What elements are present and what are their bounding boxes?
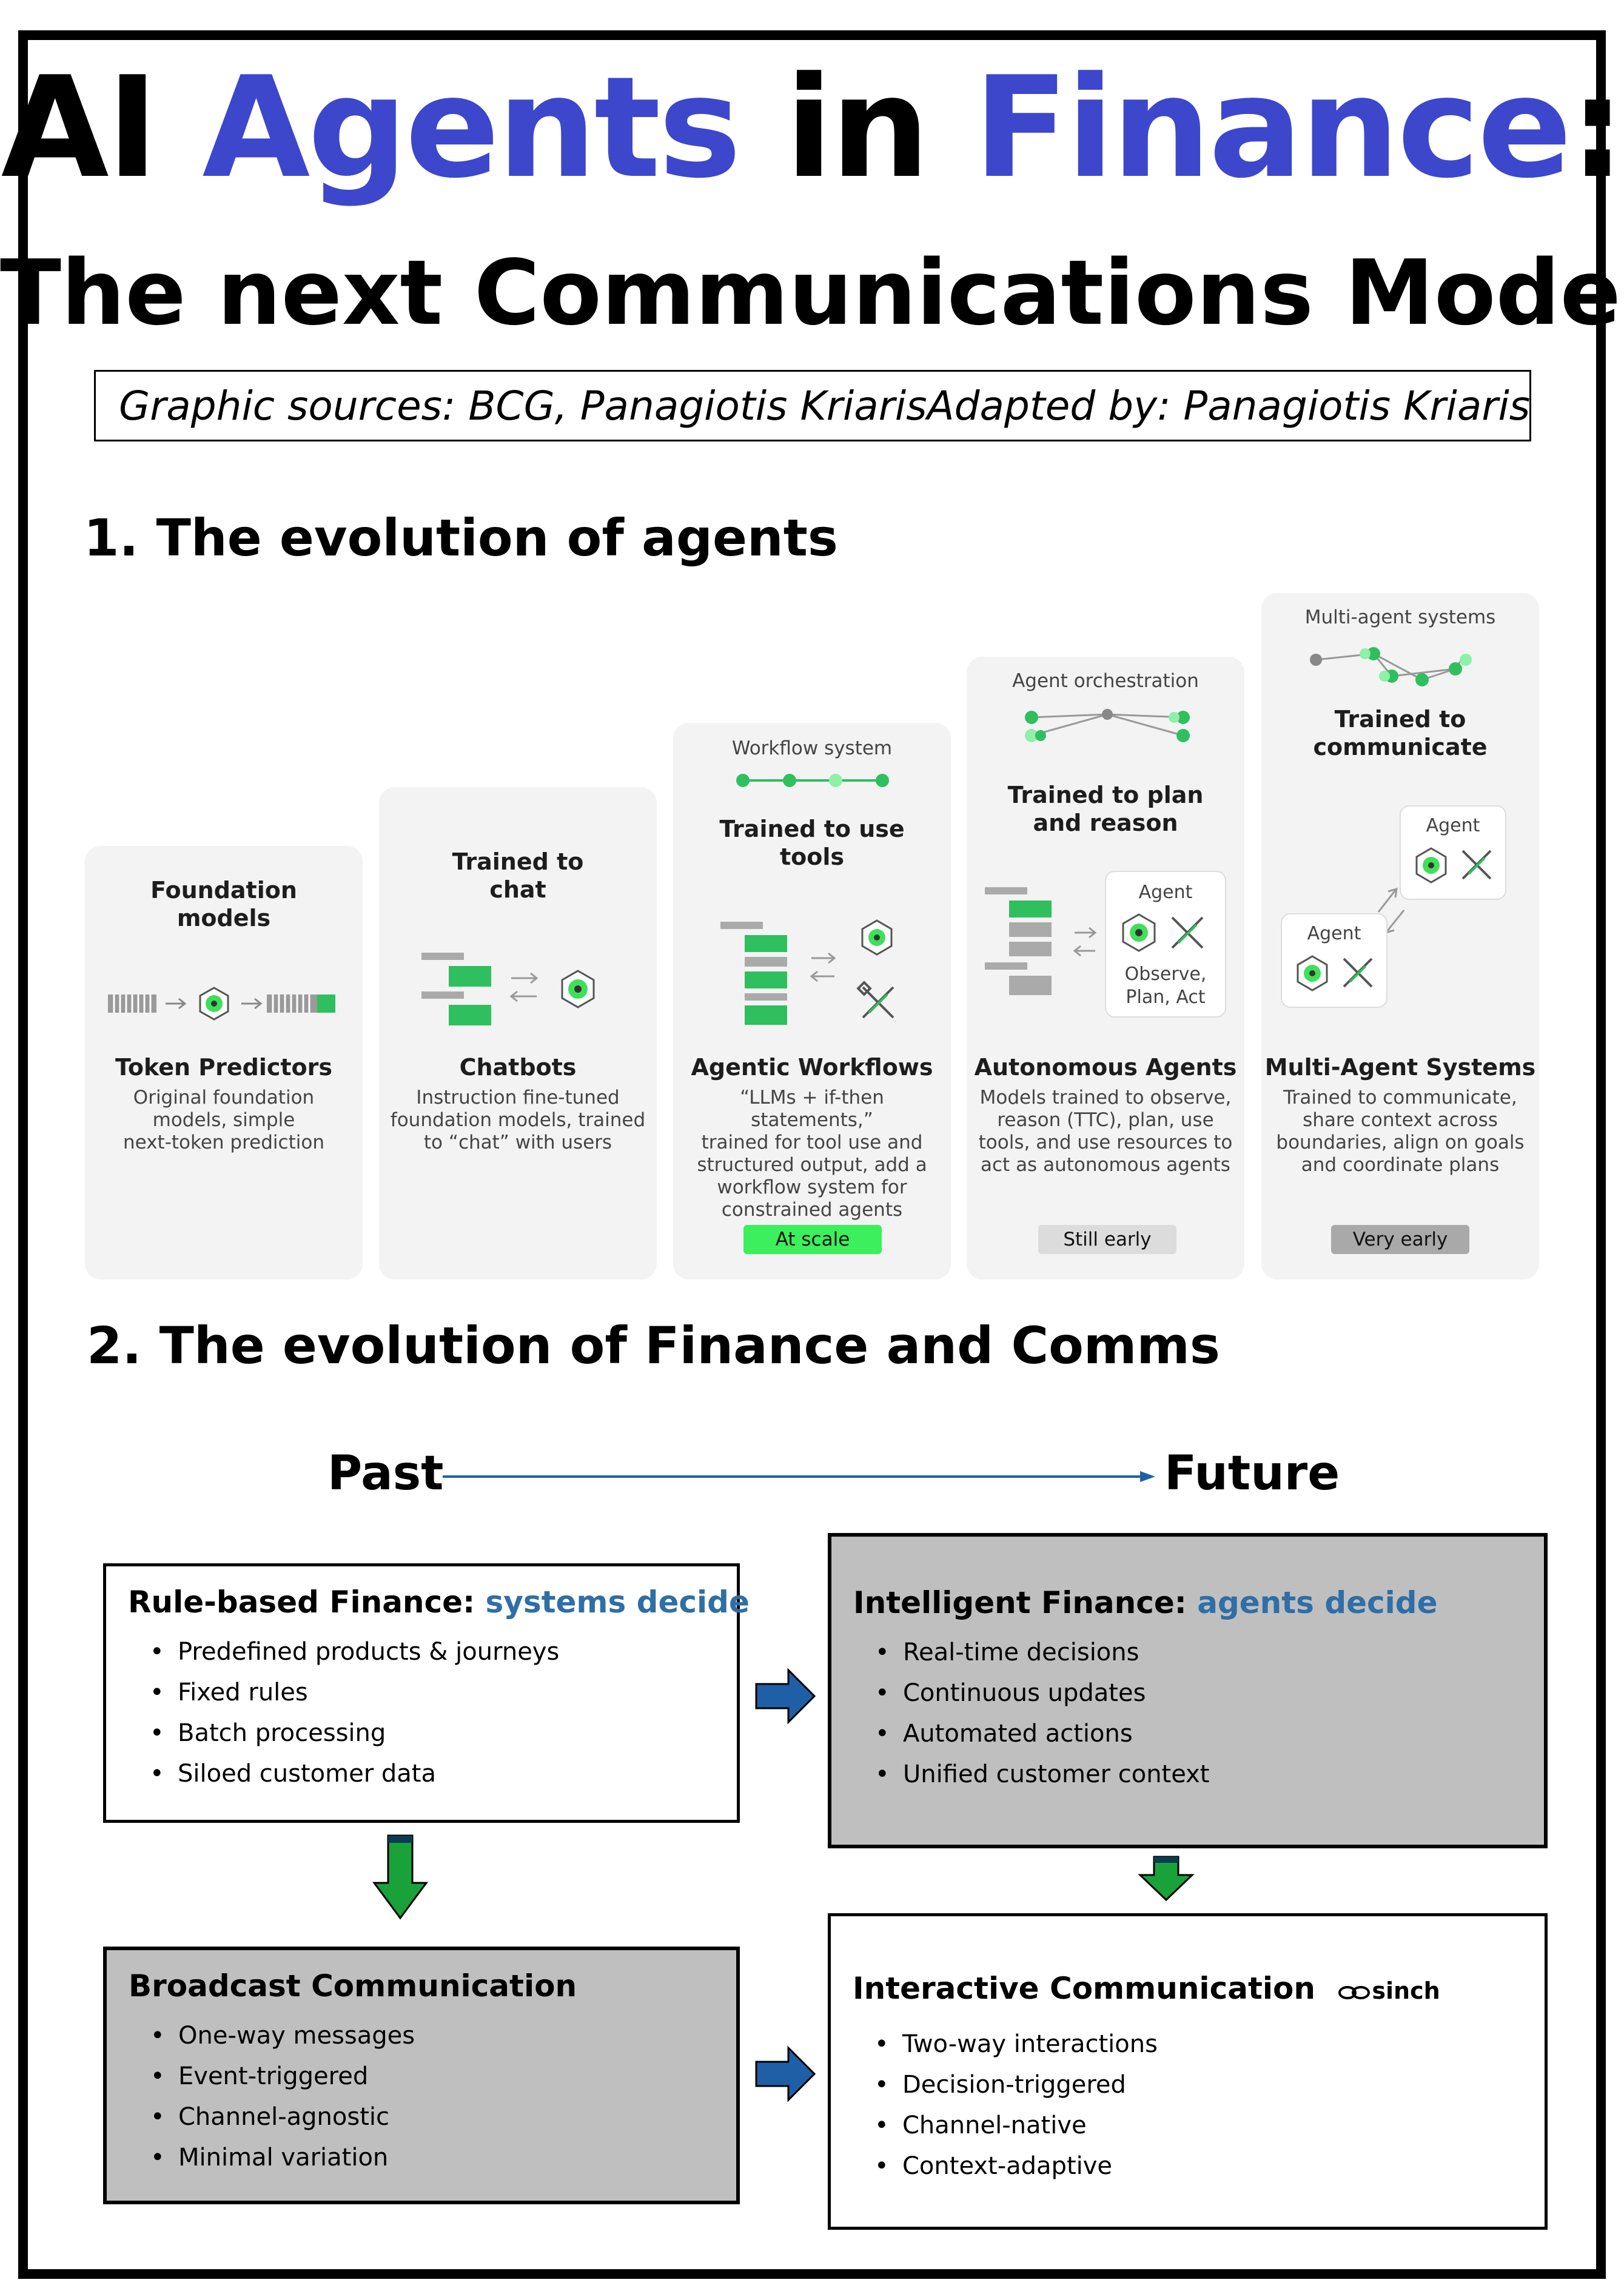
stage-name: Token Predictors	[115, 1054, 333, 1081]
box-list: Real-time decisions Continuous updates A…	[875, 1632, 1210, 1795]
stage-description: Original foundation models, simple next-…	[123, 1087, 324, 1153]
stage-card-chatbots: Trained to chat Chatbots Instruction fin…	[379, 787, 657, 1280]
badge-very-early: Very early	[1331, 1225, 1469, 1254]
sinch-logo: sinch	[1338, 1977, 1440, 2004]
stage-name: Chatbots	[459, 1054, 577, 1081]
section-1-heading: 1. The evolution of agents	[84, 508, 838, 568]
chat-exchange-icon	[421, 953, 595, 1025]
section-2-heading: 2. The evolution of Finance and Comms	[87, 1316, 1220, 1375]
timeline-future-label: Future	[1164, 1446, 1340, 1501]
stage-description: Instruction fine-tuned foundation models…	[390, 1087, 646, 1153]
right-arrow-icon	[755, 1668, 816, 1725]
stage-top-label: Multi-agent systems	[1304, 606, 1496, 628]
list-item: Two-way interactions	[874, 2024, 1158, 2065]
agent-box: Agent Observe, Plan, Act	[1105, 871, 1226, 1018]
stage-top-label: Workflow system	[731, 737, 893, 759]
box-title: Interactive Communication sinch	[853, 1971, 1440, 2006]
box-list: Predefined products & journeys Fixed rul…	[150, 1632, 559, 1794]
interactive-communication-box: Interactive Communication sinch Two-way …	[828, 1913, 1548, 2230]
agent-label: Agent	[1138, 882, 1193, 903]
timeline-arrow	[443, 1471, 1155, 1482]
stage-name: Agentic Workflows	[691, 1054, 933, 1081]
list-item: Real-time decisions	[875, 1632, 1210, 1673]
stage-heading: Trained to plan and reason	[1007, 782, 1204, 836]
agent-box-upper: Agent	[1400, 805, 1506, 900]
agent-label: Agent	[1426, 815, 1480, 836]
list-item: Fixed rules	[150, 1672, 559, 1713]
sources-box: Graphic sources: BCG, Panagiotis Kriaris…	[94, 370, 1531, 441]
list-item: Decision-triggered	[874, 2065, 1158, 2105]
stage-description: Trained to communicate, share context ac…	[1276, 1087, 1525, 1176]
list-item: Event-triggered	[150, 2056, 415, 2097]
workflow-system-icon	[736, 774, 889, 787]
stage-name: Autonomous Agents	[974, 1054, 1237, 1081]
broadcast-communication-box: Broadcast Communication One-way messages…	[103, 1947, 740, 2204]
timeline-past-label: Past	[327, 1446, 444, 1501]
agent-loop-icon	[985, 887, 1097, 995]
agent-actions-label: Observe, Plan, Act	[1124, 964, 1207, 1008]
list-item: Channel-agnostic	[150, 2097, 415, 2138]
right-arrow-icon	[755, 2045, 816, 2102]
agent-tools-icon	[1122, 913, 1204, 952]
stage-name: Multi-Agent Systems	[1264, 1054, 1536, 1081]
tool-use-icon	[720, 919, 894, 1025]
list-item: Batch processing	[150, 1713, 559, 1754]
list-item: Context-adaptive	[874, 2146, 1158, 2187]
box-title: Broadcast Communication	[129, 1968, 577, 2004]
list-item: Channel-native	[874, 2105, 1158, 2146]
box-list: One-way messages Event-triggered Channel…	[150, 2016, 415, 2178]
stage-card-autonomous-agents: Agent orchestration Trained to plan and …	[967, 657, 1244, 1280]
intelligent-finance-box: Intelligent Finance: agents decide Real-…	[828, 1533, 1548, 1848]
list-item: Predefined products & journeys	[150, 1632, 559, 1672]
box-title: Intelligent Finance: agents decide	[853, 1585, 1438, 1620]
list-item: Continuous updates	[875, 1673, 1210, 1714]
token-prediction-icon	[108, 987, 335, 1021]
sinch-link-icon	[1338, 1985, 1371, 1999]
adapted-by-text: Adapted by: Panagiotis Kriaris	[927, 382, 1531, 429]
list-item: One-way messages	[150, 2016, 415, 2056]
badge-at-scale: At scale	[743, 1225, 882, 1254]
box-list: Two-way interactions Decision-triggered …	[874, 2024, 1158, 2187]
list-item: Automated actions	[875, 1714, 1210, 1754]
down-arrow-icon	[1138, 1856, 1195, 1902]
stage-heading: Trained to communicate	[1313, 706, 1488, 760]
stage-description: “LLMs + if-then statements,” trained for…	[697, 1087, 927, 1221]
down-arrow-icon	[372, 1834, 428, 1920]
page-title: AI Agents in Finance:	[1, 47, 1624, 209]
list-item: Unified customer context	[875, 1754, 1210, 1795]
agent-tools-icon	[1297, 955, 1373, 991]
list-item: Minimal variation	[150, 2138, 415, 2178]
stage-card-agentic-workflows: Workflow system Trained to use tools Age…	[673, 723, 951, 1280]
stage-heading: Trained to use tools	[719, 816, 905, 870]
stage-heading: Foundation models	[150, 877, 297, 931]
stage-description: Models trained to observe, reason (TTC),…	[978, 1087, 1233, 1176]
agent-orchestration-icon	[1025, 709, 1190, 742]
page-subtitle: The next Communications Model	[0, 241, 1624, 345]
badge-still-early: Still early	[1038, 1225, 1176, 1254]
agent-box-lower: Agent	[1281, 913, 1387, 1008]
multi-agent-network-icon	[1310, 647, 1472, 686]
rule-based-finance-box: Rule-based Finance: systems decide Prede…	[103, 1563, 750, 1823]
box-title: Rule-based Finance: systems decide	[128, 1585, 750, 1620]
agent-tools-icon	[1415, 847, 1492, 884]
sources-text: Graphic sources: BCG, Panagiotis Kriaris	[119, 382, 927, 429]
stage-card-multi-agent-systems: Multi-agent systems Trained to communica…	[1261, 593, 1539, 1280]
stage-top-label: Agent orchestration	[1012, 670, 1199, 692]
agent-label: Agent	[1307, 923, 1361, 944]
stage-card-token-predictors: Foundation models Token Predictors Origi…	[85, 846, 363, 1280]
stage-heading: Trained to chat	[452, 848, 584, 903]
page-border	[18, 30, 1606, 2279]
list-item: Siloed customer data	[150, 1754, 559, 1794]
